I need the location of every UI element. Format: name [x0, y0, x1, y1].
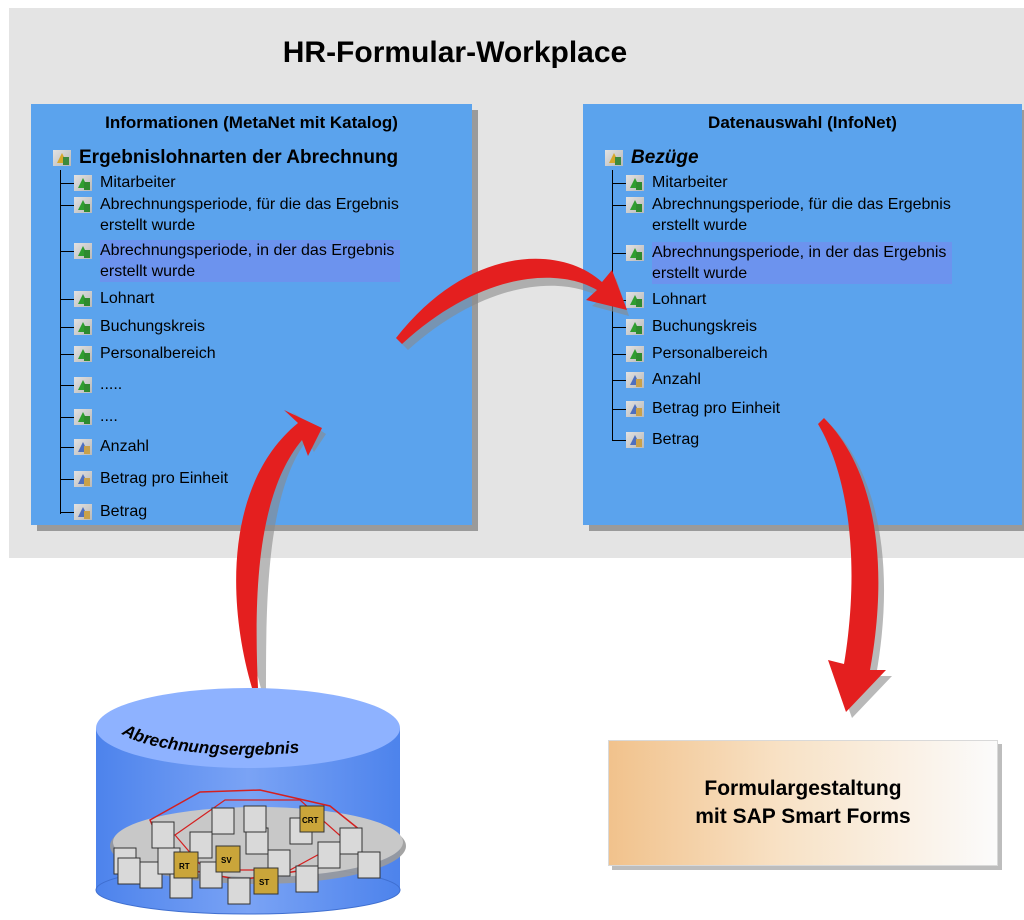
file-label-rt: RT	[179, 862, 190, 871]
characteristic-icon	[626, 346, 644, 362]
tree-item-label: Abrechnungsperiode, für die das Ergebnis…	[100, 196, 399, 234]
tree-root-label: Ergebnislohnarten der Abrechnung	[79, 147, 399, 168]
tree-item[interactable]: Betrag pro Einheit	[612, 398, 780, 419]
key-figure-icon	[74, 471, 92, 487]
characteristic-icon	[626, 175, 644, 191]
key-figure-icon	[74, 504, 92, 520]
tree-item[interactable]: Anzahl	[612, 369, 701, 390]
characteristic-icon	[626, 319, 644, 335]
key-figure-icon	[626, 432, 644, 448]
tree-item-label: Betrag	[100, 503, 148, 520]
tree-item-label: Betrag	[652, 431, 700, 448]
file-label-crt: CRT	[302, 816, 319, 825]
tree-item-label: Betrag pro Einheit	[652, 400, 781, 417]
characteristic-icon	[74, 377, 92, 393]
arrow-metanet-to-infonet	[396, 258, 629, 350]
tree-item[interactable]: Personalbereich	[60, 343, 216, 364]
infoset-icon	[605, 150, 623, 166]
file-label-sv: SV	[221, 856, 232, 865]
tree-item[interactable]: Betrag	[60, 501, 147, 522]
metanet-panel: Informationen (MetaNet mit Katalog) Erge…	[31, 104, 472, 525]
tree-item[interactable]: Mitarbeiter	[60, 172, 176, 193]
tree-item[interactable]: Betrag	[612, 429, 699, 450]
tree-item[interactable]: ....	[60, 406, 118, 427]
tree-item-label: Personalbereich	[100, 345, 216, 362]
tree-item[interactable]: Betrag pro Einheit	[60, 468, 228, 489]
characteristic-icon	[626, 245, 644, 261]
tree-item-label: Mitarbeiter	[652, 174, 728, 191]
infoset-icon	[53, 150, 71, 166]
tree-item-label: ....	[100, 408, 118, 425]
tree-root[interactable]: Ergebnislohnarten der Abrechnung	[53, 147, 398, 169]
payroll-results-database	[95, 688, 406, 915]
characteristic-icon	[626, 197, 644, 213]
metanet-panel-title: Informationen (MetaNet mit Katalog)	[105, 113, 398, 132]
characteristic-icon	[74, 319, 92, 335]
characteristic-icon	[626, 292, 644, 308]
tree-item-label: Anzahl	[652, 371, 701, 388]
infonet-panel: Datenauswahl (InfoNet) Bezüge Mitarbeite…	[583, 104, 1022, 525]
characteristic-icon	[74, 175, 92, 191]
tree-root[interactable]: Bezüge	[605, 147, 699, 169]
tree-root-label: Bezüge	[631, 147, 699, 168]
tree-item[interactable]: Mitarbeiter	[612, 172, 728, 193]
characteristic-icon	[74, 291, 92, 307]
tree-item[interactable]: Abrechnungsperiode, für die das Ergebnis…	[60, 194, 399, 236]
page-title: HR-Formular-Workplace	[282, 36, 628, 69]
tree-item[interactable]: Buchungskreis	[60, 316, 205, 337]
arrow-infonet-to-forms	[818, 418, 892, 718]
tree-item-label: Lohnart	[652, 291, 707, 308]
tree-item-label: Anzahl	[100, 438, 149, 455]
characteristic-icon	[74, 346, 92, 362]
database-label: Abrechnungsergebnis	[119, 720, 300, 759]
tree-item[interactable]: Lohnart	[60, 288, 154, 309]
tree-item-label: Betrag pro Einheit	[100, 470, 229, 487]
characteristic-icon	[74, 197, 92, 213]
tree-item[interactable]: Abrechnungsperiode, für die das Ergebnis…	[612, 194, 951, 236]
tree-item[interactable]: Lohnart	[612, 289, 706, 310]
characteristic-icon	[74, 243, 92, 259]
tree-item-label: .....	[100, 376, 123, 393]
file-label-st: ST	[259, 878, 269, 887]
key-figure-icon	[626, 372, 644, 388]
tree-connector	[60, 170, 61, 514]
arrow-database-to-metanet	[236, 410, 326, 692]
tree-item[interactable]: Buchungskreis	[612, 316, 757, 337]
key-figure-icon	[626, 401, 644, 417]
tree-item[interactable]: .....	[60, 374, 122, 395]
smart-forms-box: Formulargestaltung mit SAP Smart Forms	[608, 740, 998, 866]
tree-item[interactable]: Personalbereich	[612, 343, 768, 364]
tree-item-label: Personalbereich	[652, 345, 768, 362]
smart-forms-line2: mit SAP Smart Forms	[695, 805, 911, 828]
tree-item-label: Abrechnungsperiode, für die das Ergebnis…	[652, 196, 951, 234]
database-label-text: Abrechnungsergebnis	[119, 720, 300, 759]
tree-item[interactable]: Anzahl	[60, 436, 149, 457]
key-figure-icon	[74, 439, 92, 455]
characteristic-icon	[74, 409, 92, 425]
tree-item-label: Buchungskreis	[652, 318, 757, 335]
tree-item-label: Buchungskreis	[100, 318, 205, 335]
tree-item-label: Mitarbeiter	[100, 174, 176, 191]
tree-item-label: Lohnart	[100, 290, 155, 307]
smart-forms-line1: Formulargestaltung	[704, 777, 902, 800]
infonet-panel-title: Datenauswahl (InfoNet)	[708, 113, 897, 132]
